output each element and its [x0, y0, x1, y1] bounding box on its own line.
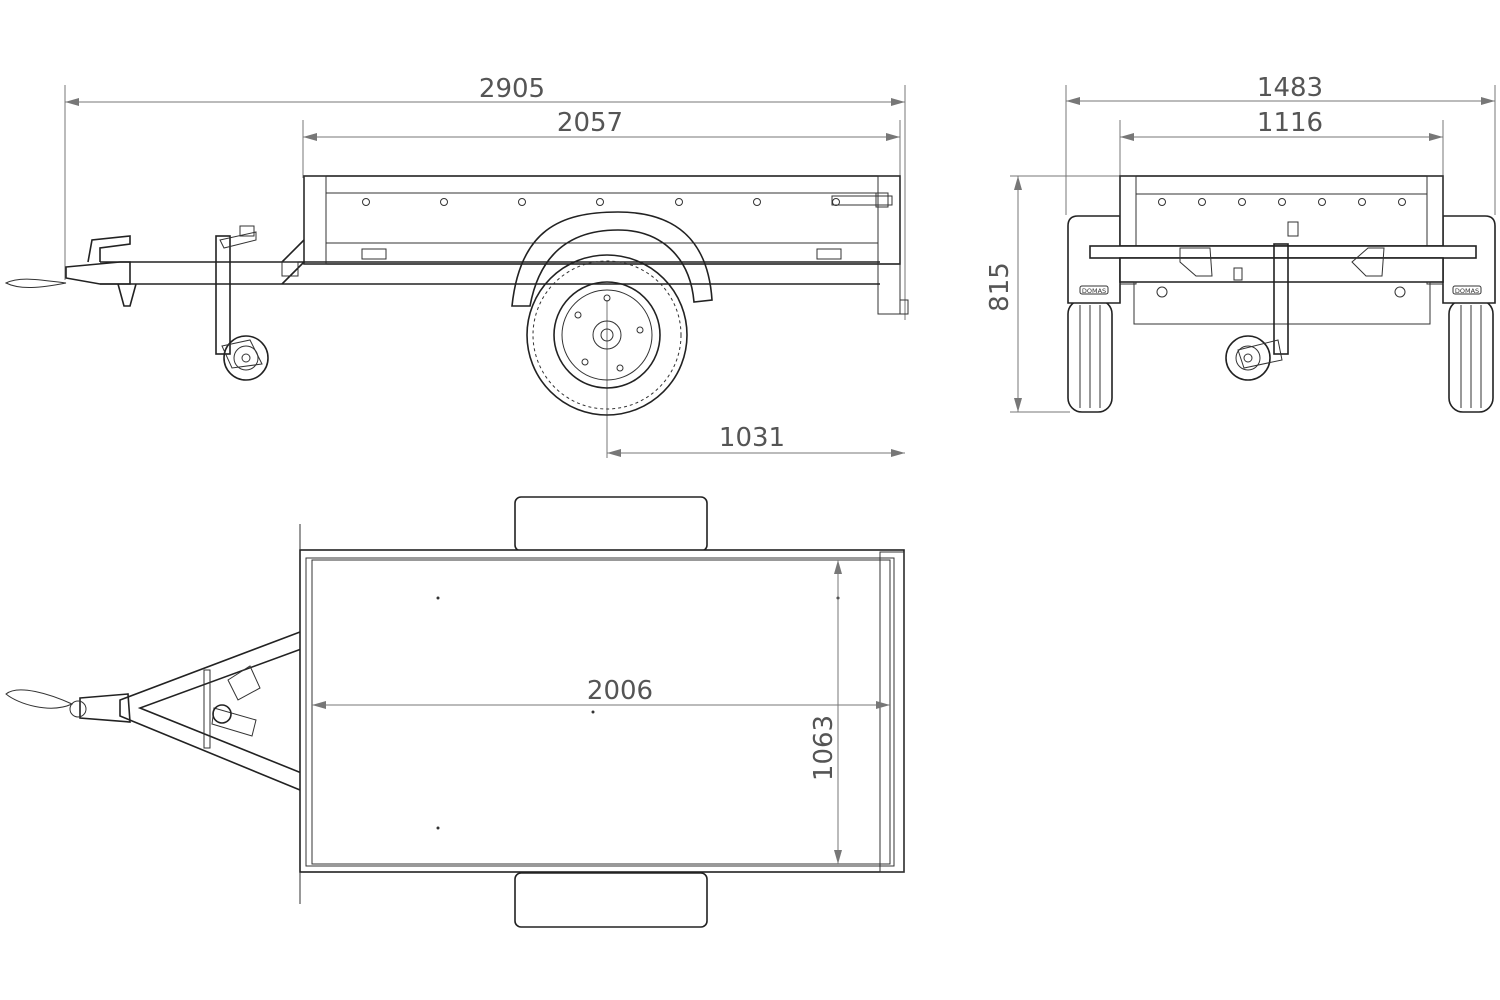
fender-side: [511, 211, 713, 307]
overall-length-label: 2905: [479, 74, 545, 104]
jockey-wheel-rear: [1225, 221, 1299, 381]
rear-wheel-right: [1448, 299, 1494, 413]
brand-label-left: DOMAS: [1082, 287, 1106, 295]
side-view: 2905 2057 1031: [4, 74, 909, 458]
dimension-box-width: 1116: [1119, 108, 1444, 176]
jockey-wheel-side: [215, 225, 269, 381]
drawbar-top: [5, 631, 305, 791]
brand-label-right: DOMAS: [1455, 287, 1479, 295]
top-view: 2006 1063: [5, 496, 905, 928]
dimension-inner-length: 2006: [312, 676, 890, 709]
rear-view: 1483 1116 815: [985, 73, 1496, 413]
cargo-bed-top: [299, 524, 905, 904]
rivet-row: [362, 198, 840, 206]
dimension-box-length: 2057: [302, 108, 901, 178]
drawbar-side: [4, 235, 880, 307]
dimension-axle-to-rear: 1031: [606, 300, 905, 458]
rear-fender-left: [1067, 215, 1121, 304]
main-wheel-side: [526, 254, 688, 416]
axle-to-rear-label: 1031: [719, 423, 785, 453]
cargo-box-rear: [1089, 175, 1477, 325]
dimension-overall-width: 1483: [1065, 73, 1496, 215]
top-fender-lower: [514, 872, 708, 928]
dimension-overall-height: 815: [985, 175, 1120, 413]
inner-width-label: 1063: [809, 715, 839, 781]
inner-length-label: 2006: [587, 676, 653, 706]
overall-height-label: 815: [985, 262, 1015, 312]
box-length-label: 2057: [557, 108, 623, 138]
rear-wheel-left: [1067, 299, 1113, 413]
dimension-inner-width: 1063: [809, 560, 842, 864]
overall-width-label: 1483: [1257, 73, 1323, 103]
cargo-box-side: [303, 175, 909, 315]
top-fender-upper: [514, 496, 708, 552]
box-width-label: 1116: [1257, 108, 1323, 138]
dimension-overall-length: 2905: [64, 74, 906, 320]
rear-fender-right: [1442, 215, 1496, 304]
